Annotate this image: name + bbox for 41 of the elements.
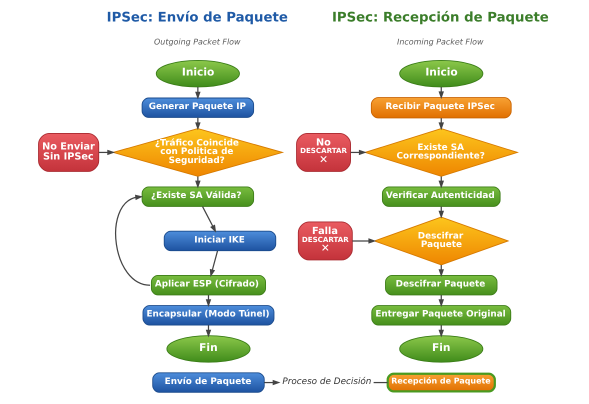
- arrow: [438, 295, 444, 308]
- arrow: [438, 206, 444, 219]
- label: Outgoing Packet Flow: [154, 38, 240, 47]
- arrow: [114, 194, 150, 286]
- arrow: [194, 176, 200, 188]
- node-box: Entregar Paquete Original: [370, 305, 511, 326]
- arrow: [202, 206, 216, 233]
- node-box: Envío de Paquete: [152, 372, 264, 393]
- node-box: Recepción de Paquete: [386, 372, 496, 393]
- node-box: Encapsular (Modo Túnel): [142, 305, 274, 326]
- node-box: Verificar Autenticidad: [381, 186, 500, 207]
- node-diamond: ¿Tráfico Coincide con Politica de Seguridad?: [111, 128, 284, 177]
- node-diamond: Existe SA Correspondiente?: [363, 128, 518, 177]
- arrow: [438, 325, 444, 338]
- node-box: No DESCARTAR ✕: [296, 132, 350, 172]
- node-ellipse: Fin: [398, 335, 483, 363]
- node-box: Falla DESCARTAR ✕: [297, 221, 352, 260]
- node-diamond: Descifrar Paquete: [372, 216, 509, 266]
- arrow: [438, 265, 444, 277]
- arrow: [209, 250, 218, 278]
- arrow: [438, 118, 444, 130]
- arrow: [352, 238, 376, 244]
- node-box: Aplicar ESP (Cifrado): [150, 275, 266, 296]
- arrow: [194, 86, 200, 100]
- arrow: [194, 118, 200, 130]
- connector: [373, 382, 388, 384]
- label: IPSec: Envío de Paquete: [106, 10, 288, 26]
- node-box: Descifrar Paquete: [384, 275, 497, 296]
- node-box: Recibir Paquete IPSec: [370, 97, 512, 118]
- node-text: Proceso de Decisión: [282, 376, 371, 387]
- arrow: [438, 176, 444, 188]
- node-box: ¿Existe SA Válida?: [141, 186, 254, 207]
- node-box: Generar Paquete IP: [141, 98, 254, 118]
- label: Incoming Packet Flow: [396, 38, 484, 47]
- node-box: Iniciar IKE: [163, 230, 276, 252]
- label: IPSec: Recepción de Paquete: [331, 10, 548, 26]
- node-ellipse: Fin: [166, 335, 250, 363]
- arrow: [438, 86, 444, 100]
- node-ellipse: Inicio: [398, 60, 483, 88]
- node-ellipse: Inicio: [155, 60, 240, 88]
- node-box: No Enviar Sin IPSec: [38, 132, 99, 172]
